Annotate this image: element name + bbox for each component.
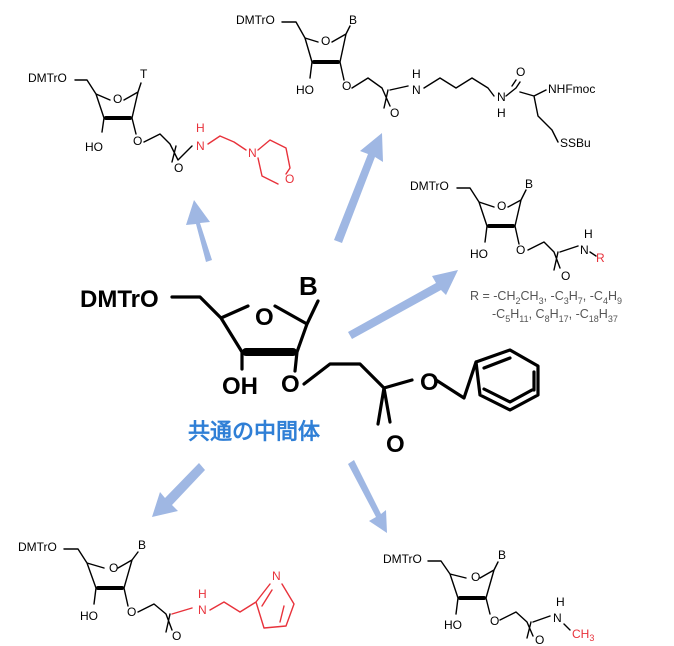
bl-base-label: B [138,538,146,552]
tc-ring-oxygen: O [321,34,330,48]
tl-morpholine-bonds [207,135,291,185]
tl-ho-label: HO [85,140,103,154]
tc-2-oxygen: O [342,79,351,93]
tl-carbonyl-oxygen: O [174,161,183,175]
tl-ring-oxygen: O [113,92,122,106]
tl-amide-n: N [196,139,205,153]
br-dmtro-label: DMTrO [383,552,422,566]
br-ho-label: HO [444,618,462,632]
r-group-line-1: R = -CH2CH3, -C3H7, -C4H9 [470,289,622,306]
central-ring-oxygen: O [255,304,274,331]
r-2-oxygen: O [516,243,525,257]
tc-carbonyl-oxygen-2: O [516,65,525,79]
tl-dmtro-label: DMTrO [28,71,67,85]
tl-2-oxygen: O [133,134,142,148]
arrow-down-left [152,463,205,517]
arrow-right [348,270,458,339]
tl-morpholine-o: O [285,172,294,186]
r-ho-label: HO [470,247,488,261]
arrow-up-right [334,133,383,243]
bl-pyridine-n: N [272,569,281,583]
r-carbonyl-oxygen: O [561,269,570,283]
tc-amide-n-1: N [412,83,421,97]
product-alkyl-amide: DMTrO B O HO O O H N R R = -CH2CH3, -C3H… [410,177,622,324]
arrow-up-left [186,200,212,262]
br-amide-h: H [556,595,565,609]
bl-dmtro-label: DMTrO [18,540,57,554]
central-ester-oxygen: O [420,369,439,396]
intermediate-caption: 共通の中間体 [188,419,321,444]
central-base-label: B [299,271,318,301]
tc-ho-label: HO [296,83,314,97]
r-group-line-2: -C5H11, C8H17, -C18H37 [492,307,618,324]
r-amide-n: N [580,243,589,257]
arrows [152,133,458,533]
bl-amide-n: N [198,603,207,617]
central-bonds [170,295,540,426]
central-dmtro-label: DMTrO [80,286,159,313]
bl-pyridine-bonds [171,583,295,629]
r-amide-h: H [584,227,593,241]
tc-amide-h-1: H [412,67,421,81]
central-intermediate: DMTrO O B OH O O O 共通の中間体 [80,271,540,458]
br-carbonyl-oxygen: O [535,633,544,646]
r-base-label: B [525,177,533,191]
arrow-down-right [348,460,387,533]
br-base-label: B [498,548,506,562]
r-ring-oxygen: O [497,199,506,213]
bl-2-oxygen: O [127,605,136,619]
tl-morpholine-n: N [248,146,257,160]
tl-amide-h: H [196,121,205,135]
product-morpholine: DMTrO T O HO O O H N N O [28,67,294,186]
br-2-oxygen: O [490,614,499,628]
central-carbonyl-oxygen: O [386,431,405,458]
bl-amide-h: H [198,587,207,601]
central-oh-label: OH [222,373,258,400]
r-r-label: R [596,251,605,265]
tl-base-label: T [140,67,148,81]
bl-ho-label: HO [80,609,98,623]
bl-carbonyl-oxygen: O [172,629,181,643]
central-2-oxygen: O [281,371,300,398]
tc-ssbu-label: SSBu [560,136,591,150]
tc-amide-h-2: H [497,106,506,120]
tc-nhfmoc-label: NHFmoc [548,82,595,96]
tc-carbonyl-oxygen-1: O [390,106,399,120]
br-amide-n: N [553,611,562,625]
tc-amide-n-2: N [497,90,506,104]
r-dmtro-label: DMTrO [410,179,449,193]
product-pyridylethyl: DMTrO B O HO O O H N N [18,538,295,643]
bl-ring-oxygen: O [109,561,118,575]
tc-dmtro-label: DMTrO [236,13,275,27]
product-methyl-amide: DMTrO B O HO O O H N CH3 [383,548,594,646]
product-cysteine-linker: DMTrO B O HO O O H N N H O NHFmoc SSBu [236,13,595,150]
br-methyl-label: CH3 [572,627,594,643]
br-ring-oxygen: O [471,570,480,584]
tc-base-label: B [349,13,357,27]
